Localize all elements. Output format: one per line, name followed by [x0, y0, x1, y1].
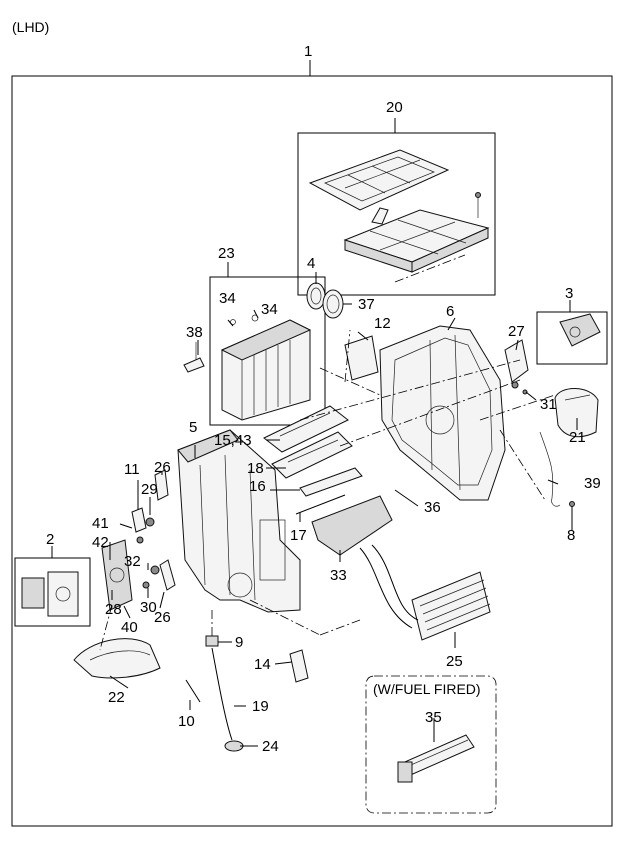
assembly-guide-lines [99, 329, 556, 651]
callout-1: 1 [304, 43, 312, 60]
fuel-fired-frame [365, 675, 497, 814]
callout-4: 4 [307, 255, 315, 272]
callout-40: 40 [121, 619, 138, 636]
callout-9: 9 [235, 634, 243, 651]
callout-41: 41 [92, 515, 109, 532]
callout-2: 2 [46, 531, 54, 548]
callout-14: 14 [254, 656, 271, 673]
callout-26-top: 26 [154, 459, 171, 476]
callout-34-right: 34 [261, 301, 278, 318]
callout-27: 27 [508, 323, 525, 340]
callout-23: 23 [218, 245, 235, 262]
callout-labels: 1 2 3 4 5 6 8 9 10 11 12 14 15,43 16 17 … [46, 43, 601, 755]
callout-19: 19 [252, 698, 269, 715]
callout-20: 20 [386, 99, 403, 116]
heater-case-part [177, 325, 506, 613]
callout-18: 18 [247, 460, 264, 477]
callout-30: 30 [140, 599, 157, 616]
callout-34-left: 34 [219, 290, 236, 307]
rod-and-cover-parts [295, 494, 393, 556]
callout-25: 25 [446, 653, 463, 670]
callout-5: 5 [189, 419, 197, 436]
small-hardware-parts [131, 469, 176, 591]
callout-15-43: 15,43 [214, 432, 252, 449]
callout-16: 16 [249, 478, 266, 495]
callout-11: 11 [124, 461, 140, 478]
callout-3: 3 [565, 285, 573, 302]
actuator-part-3 [559, 313, 601, 347]
callout-38: 38 [186, 324, 203, 341]
callout-35: 35 [425, 709, 442, 726]
callout-26-bottom: 26 [154, 609, 171, 626]
variant-label: (LHD) [12, 19, 49, 35]
duct-part [73, 638, 161, 679]
actuator-group-frame-3 [536, 311, 608, 365]
callout-33: 33 [330, 567, 347, 584]
callout-29: 29 [141, 481, 158, 498]
heater-core-part [359, 544, 491, 641]
callout-28: 28 [105, 601, 122, 618]
callout-12: 12 [374, 315, 391, 332]
callout-17: 17 [290, 527, 307, 544]
evaporator-part [183, 314, 312, 421]
callout-22: 22 [108, 689, 125, 706]
callout-10: 10 [178, 713, 195, 730]
evaporator-group-frame [209, 276, 326, 426]
assembly-frame [11, 75, 613, 827]
callout-39: 39 [584, 475, 601, 492]
callout-36: 36 [424, 499, 441, 516]
mode-door-parts [263, 405, 363, 497]
actuator-part-2 [21, 571, 79, 617]
callout-32: 32 [124, 553, 141, 570]
blower-motor-part [539, 388, 599, 507]
fuel-fired-heater-part [397, 734, 475, 783]
drain-hose-part [185, 635, 309, 752]
callout-21: 21 [569, 429, 586, 446]
filter-group-frame [297, 132, 496, 296]
callout-leaders [109, 272, 578, 747]
callout-8: 8 [567, 527, 575, 544]
callout-24: 24 [262, 738, 279, 755]
callout-31: 31 [540, 396, 557, 413]
fuel-fired-label: (W/FUEL FIRED) [373, 681, 481, 697]
callout-42: 42 [92, 534, 109, 551]
air-filter-part [308, 149, 490, 283]
callout-6: 6 [446, 303, 454, 320]
callout-37: 37 [358, 296, 375, 313]
